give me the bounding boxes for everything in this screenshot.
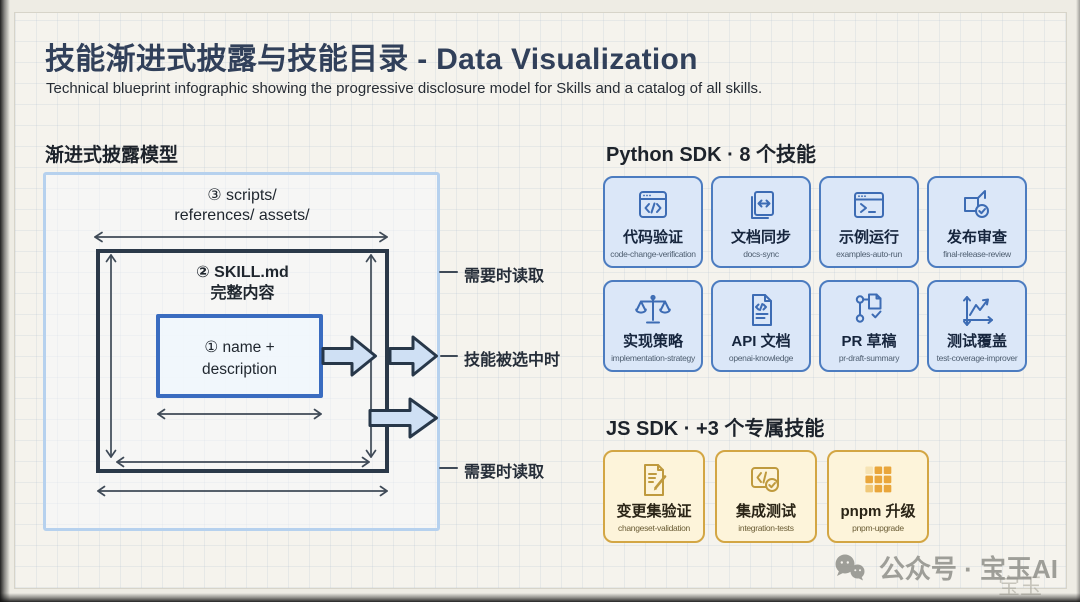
layer1-text: ① name + description <box>202 339 277 378</box>
skill-card-changeset-validation: 变更集验证 changeset-validation <box>603 450 705 543</box>
skill-card-openai-knowledge: API 文档 openai-knowledge <box>711 280 811 372</box>
skill-card-title: 示例运行 <box>838 228 899 246</box>
watermark: 公众号 · 宝玉AI <box>833 549 1058 586</box>
label-when-skill-selected: 技能被选中时 <box>464 352 561 369</box>
skill-card-title: API 文档 <box>731 332 791 350</box>
skill-card-examples-auto-run: 示例运行 examples-auto-run <box>819 176 919 268</box>
skill-card-final-release-review: 发布审查 final-release-review <box>927 176 1027 268</box>
label-read-on-demand-top: 需要时读取 <box>464 268 545 285</box>
skill-card-slug: pnpm-upgrade <box>852 523 904 533</box>
skill-card-slug: openai-knowledge <box>728 352 794 363</box>
layer1-name-box <box>156 314 323 398</box>
label-read-on-demand-bottom: 需要时读取 <box>464 464 545 481</box>
skill-card-slug: docs-sync <box>743 248 779 259</box>
skill-card-title: PR 草稿 <box>841 332 897 350</box>
release-check-icon <box>964 189 989 218</box>
python-section-title: Python SDK · 8 个技能 <box>606 144 817 166</box>
page-subtitle: Technical blueprint infographic showing … <box>46 80 763 97</box>
code-window-icon <box>639 190 667 218</box>
diagram-section-title: 渐进式披露模型 <box>45 145 179 166</box>
layer2-text: ② SKILL.md 完整内容 <box>196 264 289 302</box>
skill-card-slug: changeset-validation <box>618 523 690 533</box>
skill-card-title: 发布审查 <box>946 228 1007 246</box>
skill-card-slug: test-coverage-improver <box>936 352 1018 363</box>
git-pr-icon <box>855 293 882 323</box>
skill-card-title: 代码验证 <box>622 228 683 246</box>
skill-card-title: 实现策略 <box>622 332 683 350</box>
skill-card-title: 集成测试 <box>735 503 796 520</box>
skill-card-title: 文档同步 <box>730 228 791 246</box>
right-dark-edge <box>1076 0 1080 602</box>
skill-card-slug: final-release-review <box>943 248 1011 259</box>
pnpm-grid-icon <box>865 466 892 493</box>
skill-card-title: 变更集验证 <box>616 503 692 520</box>
skill-card-test-coverage-improver: 测试覆盖 test-coverage-improver <box>927 280 1027 372</box>
bottom-dark-edge <box>0 593 1080 602</box>
skill-card-implementation-strategy: 实现策略 implementation-strategy <box>603 280 703 372</box>
skill-card-title: 测试覆盖 <box>946 332 1007 350</box>
left-dark-edge <box>0 0 10 602</box>
scales-icon <box>635 294 671 323</box>
skill-card-title: pnpm 升级 <box>840 503 916 520</box>
skill-card-code-change-verification: 代码验证 code-change-verification <box>603 176 703 268</box>
terminal-icon <box>854 191 884 218</box>
layer2-skillmd-box <box>96 249 389 473</box>
skill-card-integration-tests: 集成测试 integration-tests <box>715 450 817 543</box>
page-title: 技能渐进式披露与技能目录 - Data Visualization <box>45 43 698 76</box>
skill-card-slug: integration-tests <box>738 523 794 533</box>
skill-card-pnpm-upgrade: pnpm 升级 pnpm-upgrade <box>827 450 929 543</box>
skill-card-slug: pr-draft-summary <box>838 352 900 363</box>
skill-card-slug: examples-auto-run <box>836 248 902 259</box>
skill-card-slug: implementation-strategy <box>611 352 695 363</box>
js-section-title: JS SDK · +3 个专属技能 <box>606 418 825 440</box>
skill-card-pr-draft-summary: PR 草稿 pr-draft-summary <box>819 280 919 372</box>
docs-sync-icon <box>751 190 774 219</box>
skill-card-docs-sync: 文档同步 docs-sync <box>711 176 811 268</box>
wechat-icon <box>835 554 865 580</box>
edit-document-icon <box>644 464 667 496</box>
skill-card-slug: code-change-verification <box>610 248 696 259</box>
coverage-chart-icon <box>963 295 993 326</box>
layer3-text: ③ scripts/ references/ assets/ <box>174 187 310 224</box>
api-doc-icon <box>752 293 772 326</box>
watermark-label: 公众号 · 宝玉AI <box>878 554 1058 584</box>
integration-check-icon <box>751 467 779 492</box>
